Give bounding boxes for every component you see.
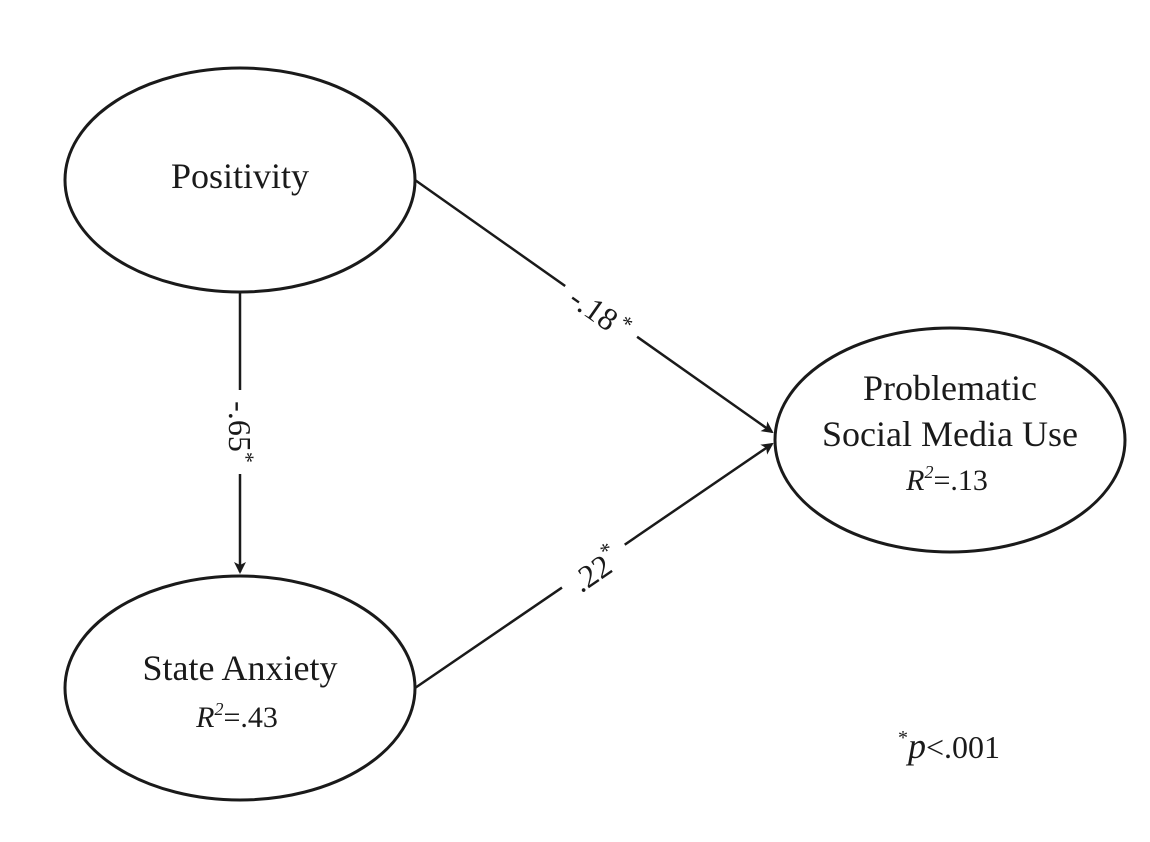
path-coefficient: -.65* — [222, 401, 259, 463]
significance-marker: * — [234, 452, 259, 463]
node-positivity-label: Positivity — [171, 156, 309, 196]
footnote-sig-marker: * — [898, 727, 908, 749]
path-positivity-to-anxiety-label: -.65* — [218, 390, 262, 474]
footnote-threshold: <.001 — [926, 729, 1000, 765]
node-psmu: Problematic Social Media Use R2=.13 — [773, 326, 1127, 554]
node-state-anxiety: State Anxiety R2=.43 — [63, 574, 417, 802]
coefficient-value: -.65 — [222, 401, 258, 452]
r2-value: =.13 — [933, 464, 987, 497]
path-anxiety-to-psmu-label: .22* — [552, 530, 640, 610]
r2-variable: R — [905, 464, 924, 497]
r2-superscript: 2 — [214, 699, 223, 719]
r2-variable: R — [195, 701, 214, 734]
node-psmu-label-line2: Social Media Use — [822, 414, 1078, 454]
node-psmu-label-line1: Problematic — [863, 368, 1037, 408]
node-state-anxiety-ellipse — [63, 574, 417, 802]
footnote-p-variable: p — [905, 726, 926, 766]
node-positivity-ellipse — [63, 66, 417, 294]
node-state-anxiety-r2: R2=.43 — [195, 699, 278, 734]
significance-footnote: *p<.001 — [898, 726, 1000, 766]
node-positivity: Positivity — [63, 66, 417, 294]
r2-value: =.43 — [223, 701, 277, 734]
node-psmu-r2: R2=.13 — [905, 462, 988, 497]
node-psmu-ellipse — [773, 326, 1127, 554]
node-state-anxiety-label: State Anxiety — [143, 648, 338, 688]
path-positivity-to-psmu-label: -.18* — [551, 269, 649, 357]
r2-superscript: 2 — [924, 462, 933, 482]
